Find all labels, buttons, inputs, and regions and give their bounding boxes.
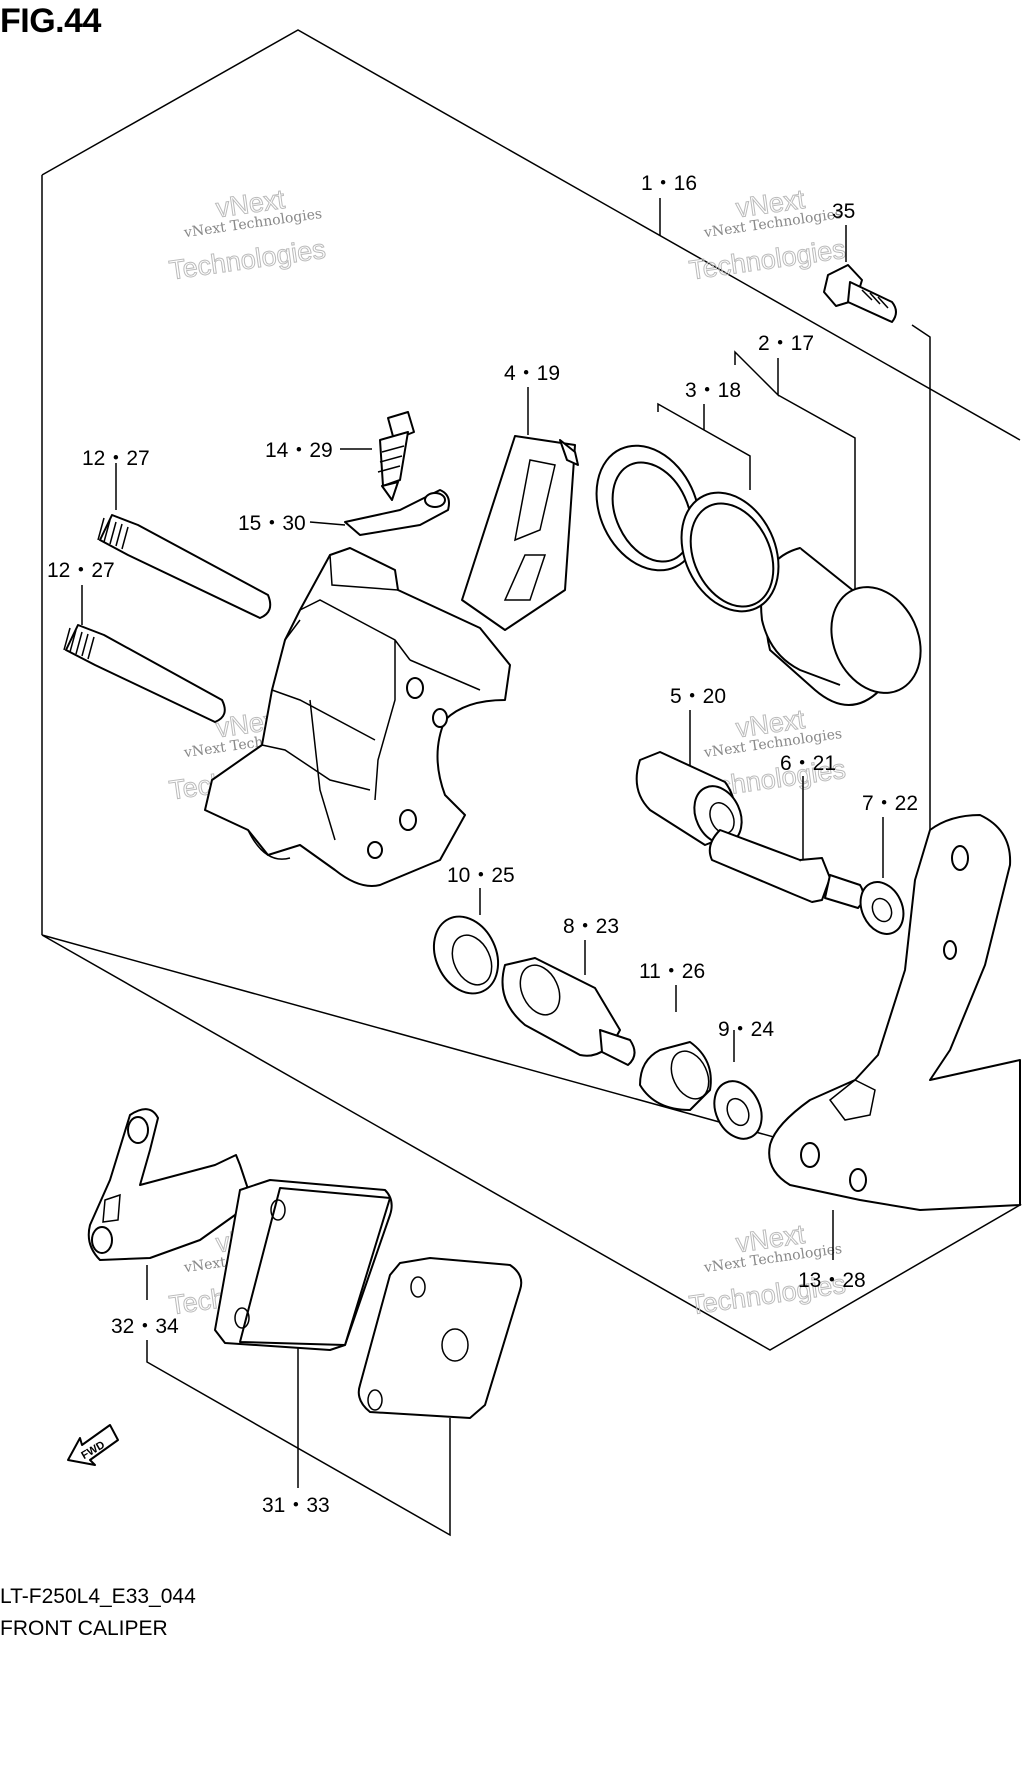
figure-code: LT-F250L4_E33_044	[0, 1585, 196, 1608]
callout-12-27-lower: 12・27	[47, 559, 115, 582]
leader-lines	[81, 198, 931, 1537]
part-31-33-pad-front	[357, 1257, 523, 1419]
part-13-28-bracket	[768, 814, 1021, 1211]
part-7-22-washer	[859, 881, 905, 935]
callout-14-29: 14・29	[265, 439, 333, 462]
part-35-bolt	[823, 264, 897, 323]
figure-caption: FRONT CALIPER	[0, 1617, 168, 1640]
callout-3-18: 3・18	[685, 379, 741, 402]
watermark-group-1: vNext Technologies vNext Technologies	[167, 184, 328, 287]
callout-13-28: 13・28	[798, 1269, 866, 1292]
watermark-group-6: vNext Technologies vNext Technologies	[687, 1219, 848, 1322]
part-2-17-seal-ring	[680, 491, 780, 613]
part-4-19-spring-plate	[461, 435, 579, 631]
callout-32-34: 32・34	[111, 1315, 179, 1338]
assembly-boundary	[41, 29, 1022, 1351]
callout-9-24: 9・24	[718, 1018, 774, 1041]
part-12-27-pin-lower	[63, 624, 226, 723]
watermark-text: Technologies	[687, 234, 847, 286]
callout-10-25: 10・25	[447, 864, 515, 887]
callout-35: 35	[832, 200, 855, 223]
part-5-20-sleeve	[635, 751, 743, 846]
callout-2-17: 2・17	[758, 332, 814, 355]
callout-15-30: 15・30	[238, 512, 306, 535]
callout-8-23: 8・23	[563, 915, 619, 938]
part-11-26-boot	[639, 1041, 712, 1111]
callout-1-16: 1・16	[641, 172, 697, 195]
part-2-17-piston	[760, 547, 922, 706]
callout-5-20: 5・20	[670, 685, 726, 708]
watermark-text: Technologies	[167, 234, 327, 286]
part-15-30-bleeder-cap	[344, 489, 450, 536]
callout-6-21: 6・21	[780, 752, 836, 775]
part-8-23-pin	[501, 957, 636, 1066]
figure-title: FIG.44	[0, 2, 101, 40]
callout-4-19: 4・19	[504, 362, 560, 385]
part-12-27-pin-upper	[97, 514, 272, 619]
fwd-arrow-icon: FWD	[67, 1424, 119, 1466]
part-3-18-seal-ring	[595, 444, 701, 572]
watermark-group-2: vNext Technologies vNext Technologies	[687, 184, 848, 287]
callout-12-27-upper: 12・27	[82, 447, 150, 470]
caliper-body	[204, 547, 511, 887]
part-31-33-pad-rear	[214, 1179, 393, 1351]
part-6-21-bolt	[708, 829, 865, 909]
part-14-29-bleeder-screw	[377, 411, 415, 501]
callout-11-26: 11・26	[639, 960, 705, 983]
part-9-24-washer	[713, 1080, 763, 1140]
callout-31-33: 31・33	[262, 1494, 330, 1517]
callout-7-22: 7・22	[862, 792, 918, 815]
part-10-25-boot	[432, 915, 500, 995]
